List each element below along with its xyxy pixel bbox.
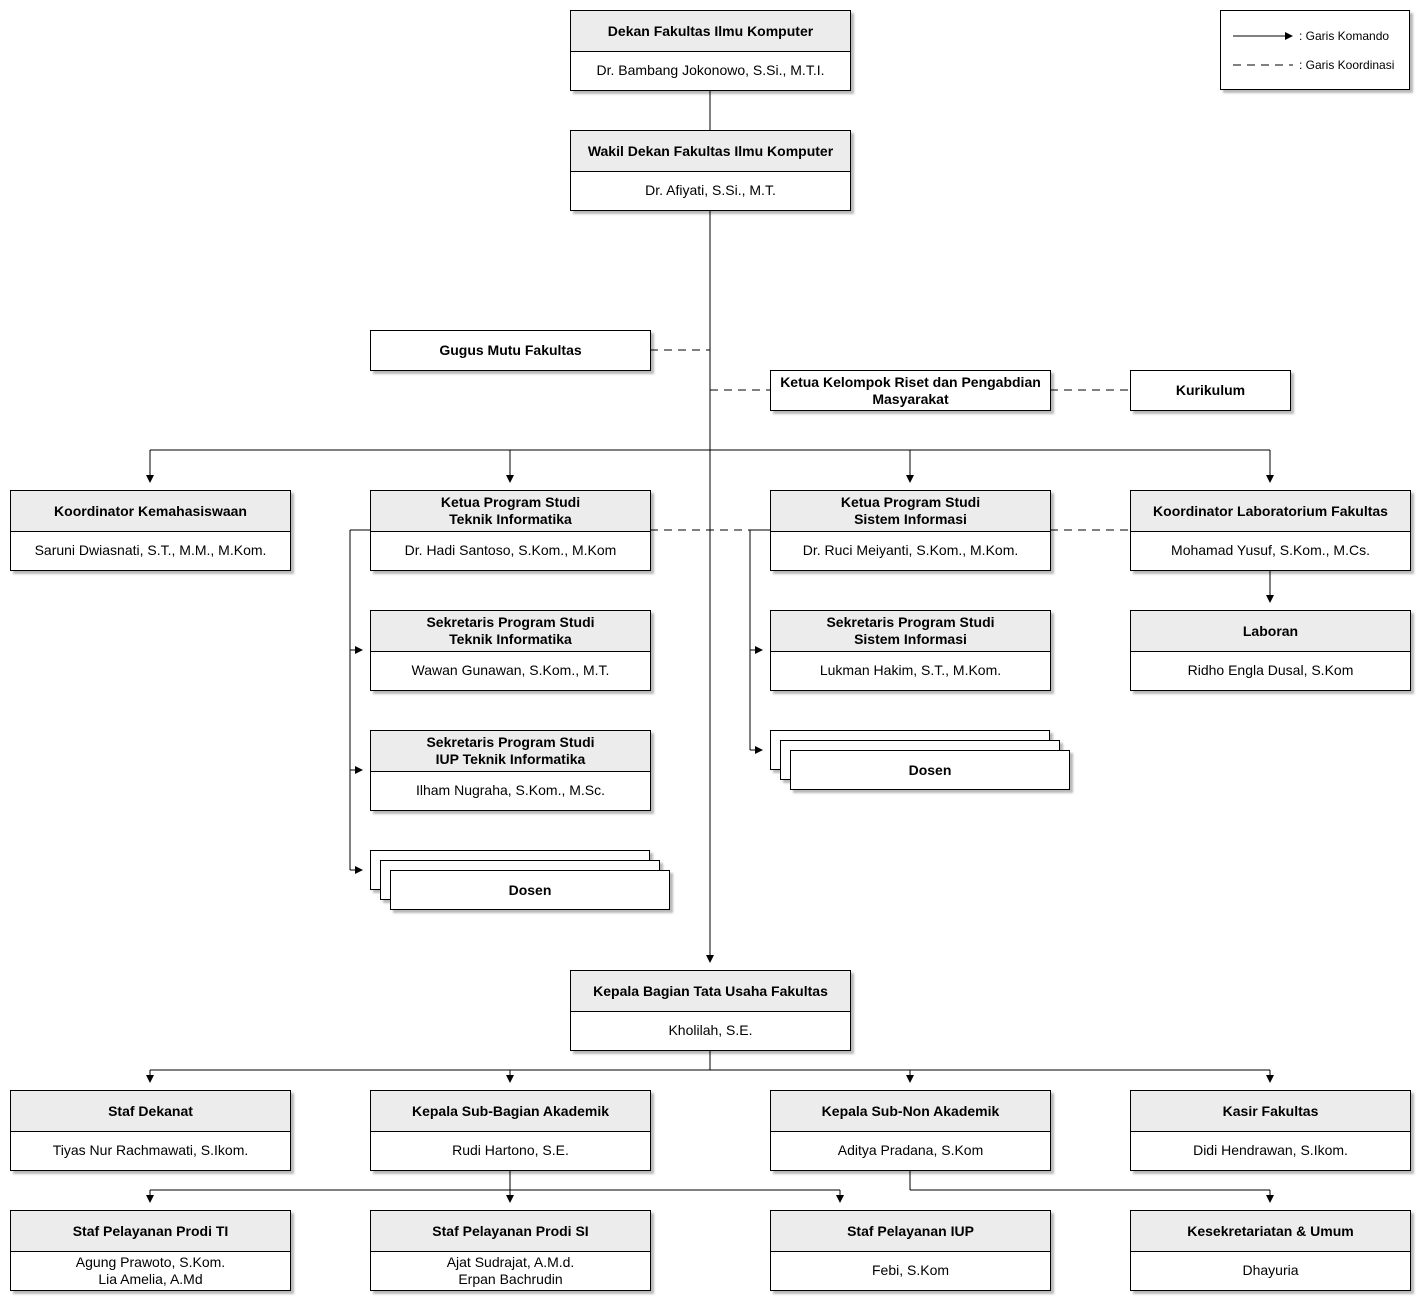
staf-dekanat-box: Staf Dekanat Tiyas Nur Rachmawati, S.Iko… [10, 1090, 291, 1171]
sekprodi-si-name: Lukman Hakim, S.T., M.Kom. [819, 662, 1002, 678]
legend-coordination: : Garis Koordinasi [1233, 58, 1394, 72]
kaprodi-ti-box: Ketua Program Studi Teknik Informatika D… [370, 490, 651, 571]
koord-lab-title: Koordinator Laboratorium Fakultas [1131, 491, 1410, 532]
sekprodi-ti-title: Sekretaris Program Studi Teknik Informat… [371, 611, 650, 652]
dekan-box: Dekan Fakultas Ilmu Komputer Dr. Bambang… [570, 10, 851, 91]
legend-command-label: : Garis Komando [1299, 29, 1390, 43]
tata-usaha-box: Kepala Bagian Tata Usaha Fakultas Kholil… [570, 970, 851, 1051]
kemahasiswaan-box: Koordinator Kemahasiswaan Saruni Dwiasna… [10, 490, 291, 571]
staf-ti-name: Agung Prawoto, S.Kom. Lia Amelia, A.Md [75, 1253, 226, 1287]
kaprodi-si-title: Ketua Program Studi Sistem Informasi [771, 491, 1050, 532]
kaprodi-si-box: Ketua Program Studi Sistem Informasi Dr.… [770, 490, 1051, 571]
kaprodi-ti-name: Dr. Hadi Santoso, S.Kom., M.Kom [404, 542, 617, 558]
staf-ti-box: Staf Pelayanan Prodi TI Agung Prawoto, S… [10, 1210, 291, 1291]
kesekretariatan-name: Dhayuria [1242, 1262, 1299, 1278]
dekan-title: Dekan Fakultas Ilmu Komputer [571, 11, 850, 52]
kesekretariatan-box: Kesekretariatan & Umum Dhayuria [1130, 1210, 1411, 1291]
dashed-line-icon [1233, 64, 1293, 66]
dosen-si-label: Dosen [790, 750, 1070, 790]
kesekretariatan-title: Kesekretariatan & Umum [1131, 1211, 1410, 1252]
staf-si-name: Ajat Sudrajat, A.M.d. Erpan Bachrudin [446, 1253, 575, 1287]
legend-coordination-label: : Garis Koordinasi [1299, 58, 1395, 72]
laboran-title: Laboran [1131, 611, 1410, 652]
tata-usaha-name: Kholilah, S.E. [668, 1022, 753, 1038]
dosen-ti-stack: Dosen [370, 850, 670, 910]
laboran-box: Laboran Ridho Engla Dusal, S.Kom [1130, 610, 1411, 691]
staf-si-box: Staf Pelayanan Prodi SI Ajat Sudrajat, A… [370, 1210, 651, 1291]
sekprodi-iup-title: Sekretaris Program Studi IUP Teknik Info… [371, 731, 650, 772]
solid-arrow-icon [1233, 32, 1293, 40]
kemahasiswaan-title: Koordinator Kemahasiswaan [11, 491, 290, 532]
sub-non-akademik-box: Kepala Sub-Non Akademik Aditya Pradana, … [770, 1090, 1051, 1171]
sekprodi-ti-box: Sekretaris Program Studi Teknik Informat… [370, 610, 651, 691]
sub-akademik-box: Kepala Sub-Bagian Akademik Rudi Hartono,… [370, 1090, 651, 1171]
dosen-ti-label: Dosen [390, 870, 670, 910]
staf-dekanat-title: Staf Dekanat [11, 1091, 290, 1132]
kasir-name: Didi Hendrawan, S.Ikom. [1193, 1142, 1348, 1158]
sekprodi-iup-name: Ilham Nugraha, S.Kom., M.Sc. [415, 782, 606, 798]
wakil-dekan-name: Dr. Afiyati, S.Si., M.T. [645, 182, 776, 198]
wakil-dekan-title: Wakil Dekan Fakultas Ilmu Komputer [571, 131, 850, 172]
sekprodi-si-title: Sekretaris Program Studi Sistem Informas… [771, 611, 1050, 652]
staf-si-title: Staf Pelayanan Prodi SI [371, 1211, 650, 1252]
sekprodi-si-box: Sekretaris Program Studi Sistem Informas… [770, 610, 1051, 691]
kaprodi-si-name: Dr. Ruci Meiyanti, S.Kom., M.Kom. [802, 542, 1019, 558]
kurikulum-box: Kurikulum [1130, 370, 1291, 411]
riset-box: Ketua Kelompok Riset dan Pengabdian Masy… [770, 370, 1051, 411]
sub-akademik-name: Rudi Hartono, S.E. [452, 1142, 569, 1158]
sub-akademik-title: Kepala Sub-Bagian Akademik [371, 1091, 650, 1132]
sub-non-akademik-title: Kepala Sub-Non Akademik [771, 1091, 1050, 1132]
sub-non-akademik-name: Aditya Pradana, S.Kom [837, 1142, 984, 1158]
koord-lab-name: Mohamad Yusuf, S.Kom., M.Cs. [1171, 542, 1370, 558]
kaprodi-ti-title: Ketua Program Studi Teknik Informatika [371, 491, 650, 532]
staf-iup-name: Febi, S.Kom [871, 1262, 950, 1278]
kemahasiswaan-name: Saruni Dwiasnati, S.T., M.M., M.Kom. [34, 542, 267, 558]
dekan-name: Dr. Bambang Jokonowo, S.Si., M.T.I. [596, 62, 825, 78]
laboran-name: Ridho Engla Dusal, S.Kom [1187, 662, 1354, 678]
legend-command: : Garis Komando [1233, 29, 1389, 43]
dosen-si-stack: Dosen [770, 730, 1070, 790]
kasir-box: Kasir Fakultas Didi Hendrawan, S.Ikom. [1130, 1090, 1411, 1171]
tata-usaha-title: Kepala Bagian Tata Usaha Fakultas [571, 971, 850, 1012]
staf-iup-title: Staf Pelayanan IUP [771, 1211, 1050, 1252]
staf-dekanat-name: Tiyas Nur Rachmawati, S.Ikom. [52, 1142, 249, 1158]
koord-lab-box: Koordinator Laboratorium Fakultas Mohama… [1130, 490, 1411, 571]
legend: : Garis Komando : Garis Koordinasi [1220, 10, 1410, 90]
sekprodi-ti-name: Wawan Gunawan, S.Kom., M.T. [411, 662, 610, 678]
gugus-mutu-box: Gugus Mutu Fakultas [370, 330, 651, 371]
staf-iup-box: Staf Pelayanan IUP Febi, S.Kom [770, 1210, 1051, 1291]
staf-ti-title: Staf Pelayanan Prodi TI [11, 1211, 290, 1252]
wakil-dekan-box: Wakil Dekan Fakultas Ilmu Komputer Dr. A… [570, 130, 851, 211]
sekprodi-iup-box: Sekretaris Program Studi IUP Teknik Info… [370, 730, 651, 811]
kasir-title: Kasir Fakultas [1131, 1091, 1410, 1132]
